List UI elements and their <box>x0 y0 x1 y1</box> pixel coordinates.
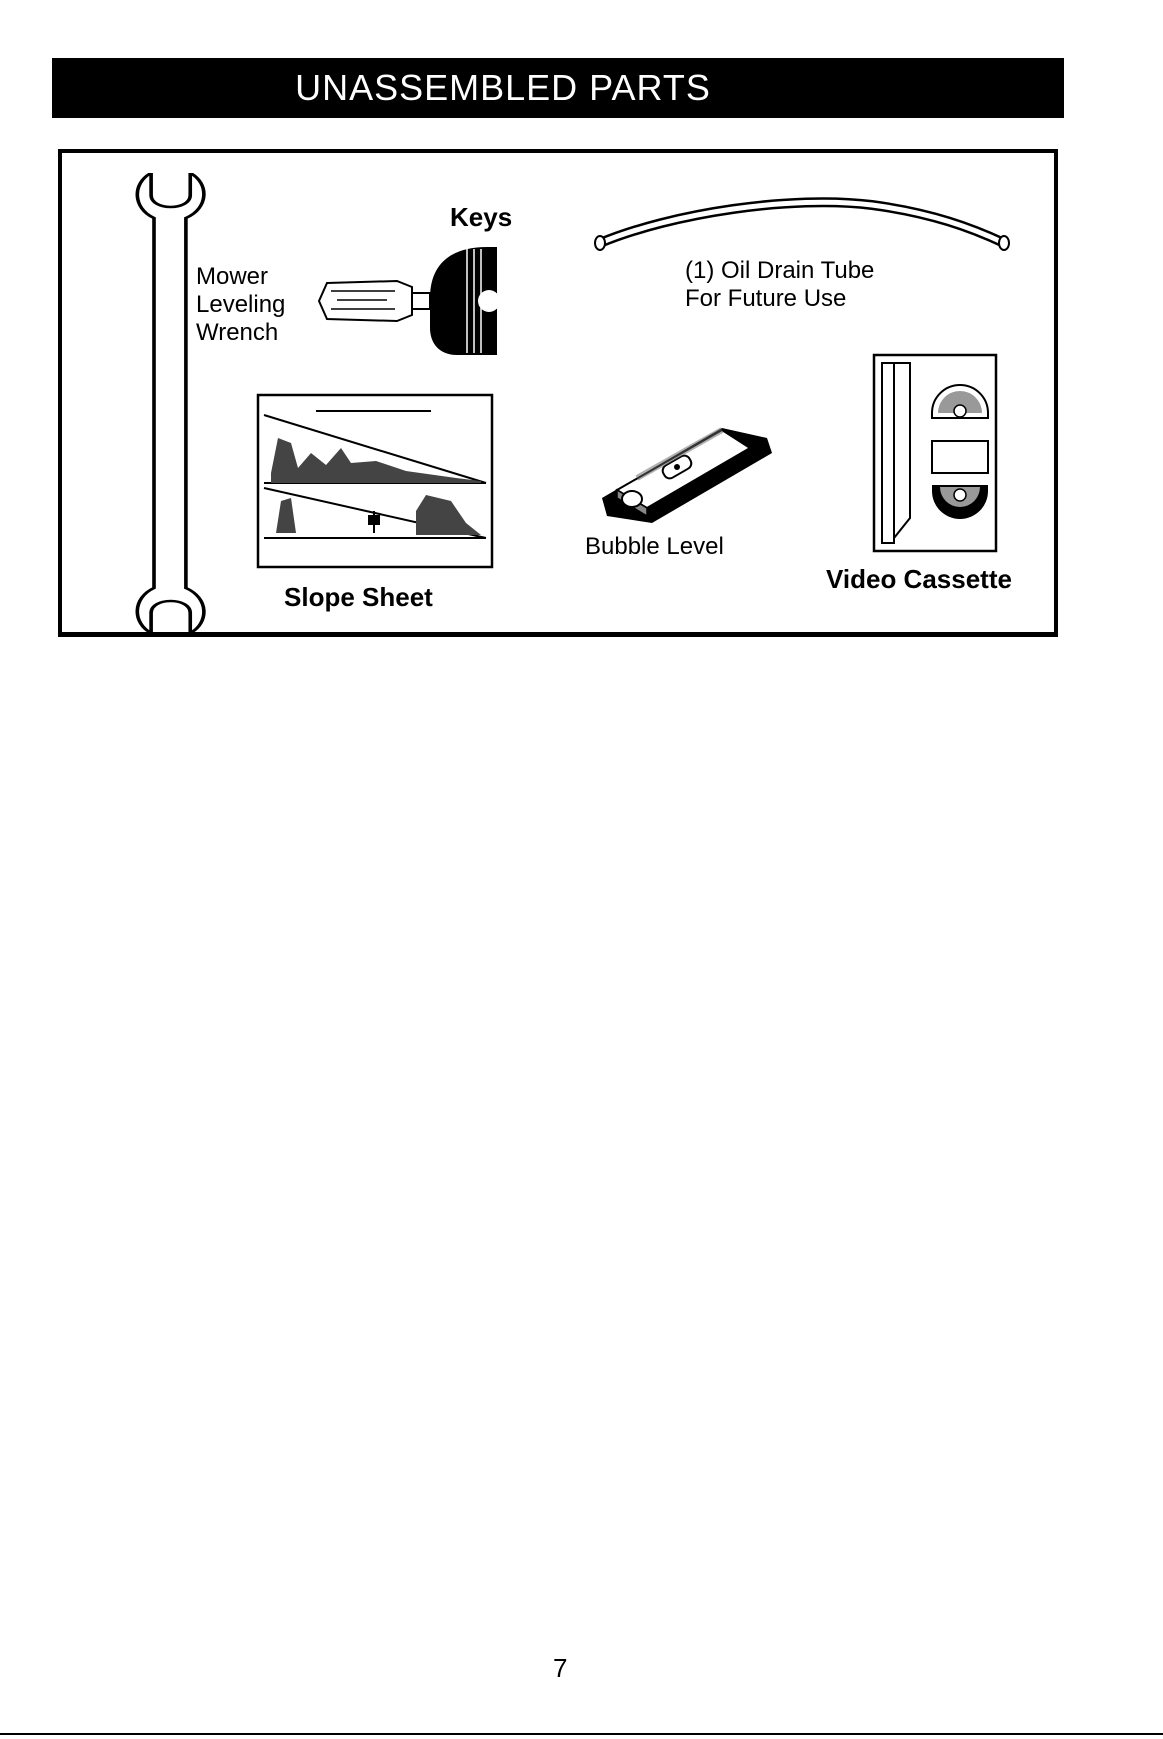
wrench-label-line-2: Leveling <box>196 291 285 319</box>
bottom-rule <box>0 1733 1163 1735</box>
video-cassette-icon <box>872 353 1002 553</box>
slope-sheet-label: Slope Sheet <box>284 583 433 611</box>
section-title: UNASSEMBLED PARTS <box>295 67 711 109</box>
wrench-label-line-3: Wrench <box>196 319 278 347</box>
section-header-bar: UNASSEMBLED PARTS <box>52 58 1064 118</box>
oil-drain-tube-icon <box>592 193 1012 263</box>
parts-panel: Mower Leveling Wrench Keys (1) Oil Drain… <box>58 149 1058 637</box>
key-icon <box>317 243 537 358</box>
slope-sheet-icon <box>256 393 496 573</box>
bubble-level-label: Bubble Level <box>585 533 724 561</box>
video-cassette-label: Video Cassette <box>826 565 1012 593</box>
page-number: 7 <box>553 1653 567 1684</box>
bubble-level-icon <box>592 408 792 528</box>
wrench-icon <box>100 173 240 633</box>
wrench-label-line-1: Mower <box>196 263 268 291</box>
oil-tube-label-line-1: (1) Oil Drain Tube <box>685 257 874 285</box>
keys-label: Keys <box>450 203 512 231</box>
oil-tube-label-line-2: For Future Use <box>685 285 846 313</box>
